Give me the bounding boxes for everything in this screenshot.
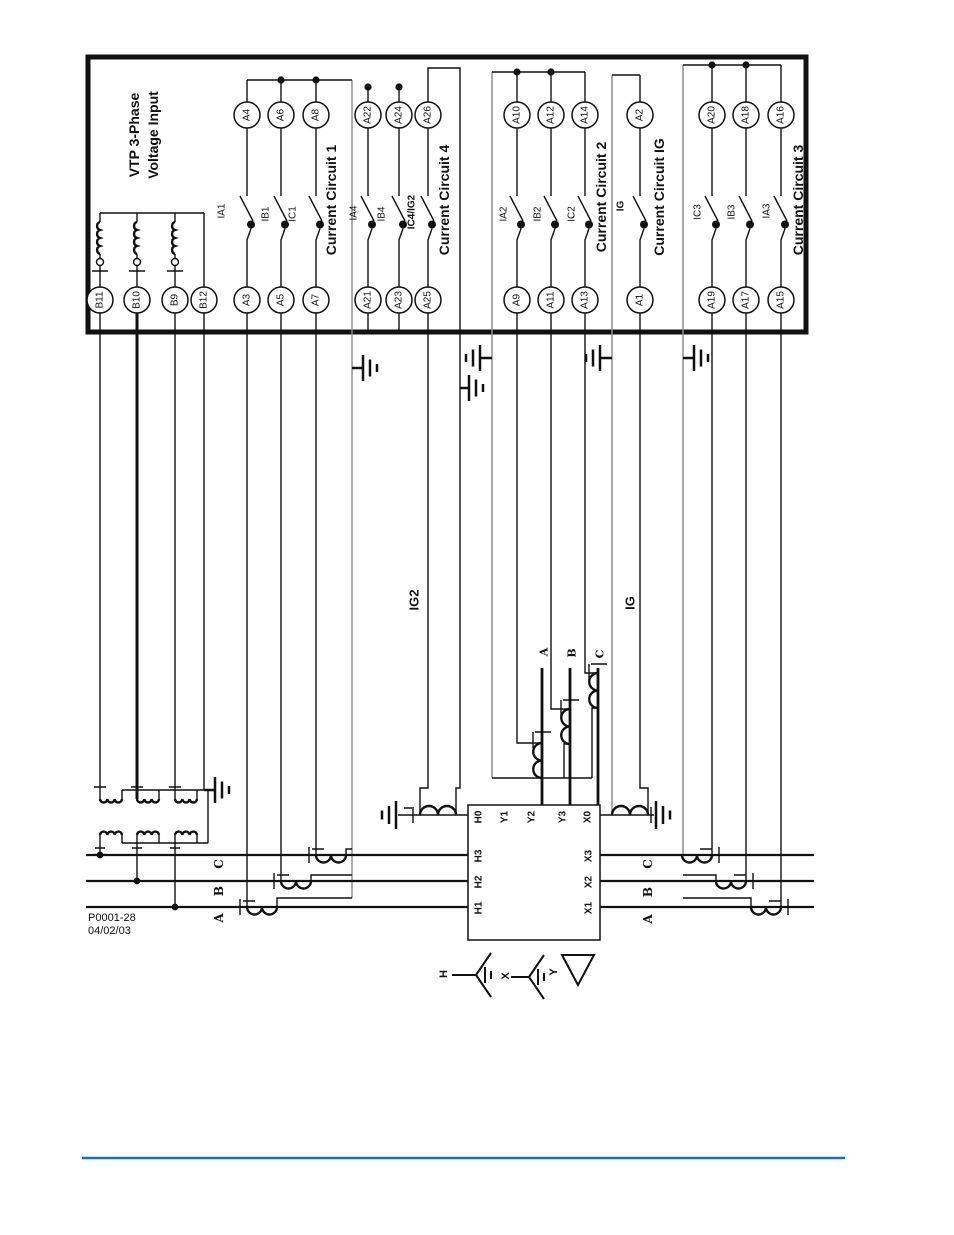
terminal-label: B9 (170, 293, 181, 306)
power-transformer-box (467, 804, 601, 941)
ig2-label: IG2 (407, 590, 422, 611)
circuit-labels: IA1 IB1 IC1 Current Circuit 1 IA4 IB4 IC… (126, 91, 806, 256)
winding-label: X (500, 972, 512, 980)
circuit-group-label: Current Circuit 2 (593, 142, 609, 253)
terminal-label: A12 (546, 106, 557, 124)
delta-phase-label: C (594, 649, 607, 658)
vtp-contact-circles (95, 257, 180, 267)
switch-label: IA3 (762, 203, 773, 218)
terminal-label: B12 (199, 291, 210, 309)
circuit-group-label: Current Circuit 3 (790, 145, 806, 256)
xfmr-terminal: X2 (584, 875, 595, 888)
footer: P0001-28 04/02/03 (82, 912, 845, 1160)
terminal-label: A7 (311, 293, 322, 306)
xfmr-terminal: Y1 (500, 810, 511, 823)
terminal-label: A14 (580, 106, 591, 124)
right-bus-phase-label: C (641, 859, 655, 869)
wye-symbol-x (511, 954, 545, 1000)
right-bus-phase-label: A (641, 914, 655, 925)
switch-label: IG (616, 201, 627, 212)
terminal-label: A15 (776, 291, 787, 309)
circuit-group-label: Current Circuit IG (651, 138, 667, 256)
terminal-label: A5 (276, 293, 287, 306)
terminal-label: B11 (95, 291, 106, 308)
terminal-label: A4 (242, 108, 253, 121)
switch-label: IA1 (217, 203, 228, 218)
delta-phase-label: A (538, 647, 551, 657)
switch-label: IB3 (727, 204, 738, 219)
switch-label: IC2 (567, 206, 578, 222)
switch-label: IC3 (693, 204, 704, 220)
terminal-label: A18 (741, 106, 752, 124)
xfmr-terminal: H0 (474, 810, 485, 823)
switch-label: IC4/IG2 (407, 194, 418, 229)
switch-label: IA2 (499, 206, 510, 221)
right-bus-phase-label: B (641, 887, 655, 897)
terminal-label: A1 (635, 293, 646, 306)
terminal-label: A22 (363, 106, 374, 124)
transformer-terminal-labels: H0 Y1 Y2 Y3 X0 H3 H2 H1 X3 X2 X1 (474, 810, 595, 914)
terminal-label: A17 (741, 291, 752, 309)
xfmr-terminal: H1 (474, 901, 485, 914)
terminal-label: A10 (512, 106, 523, 124)
terminal-label: A16 (776, 106, 787, 124)
terminal-labels: B11 B10 B9 B12 A3 A5 A7 A4 A6 A8 A21 A23… (95, 106, 787, 309)
xfmr-terminal: X3 (584, 849, 595, 862)
terminal-label: A25 (423, 291, 434, 309)
terminal-label: A8 (311, 108, 322, 121)
terminal-label: A20 (707, 106, 718, 124)
terminals (86, 101, 795, 314)
terminal-label: A3 (242, 293, 253, 306)
coil-symbols (95, 220, 199, 836)
delta-symbol-y (560, 954, 596, 988)
switch-label: IA4 (349, 205, 360, 220)
winding-label: Y (548, 968, 560, 976)
circuit-group-label: Current Circuit 4 (436, 145, 452, 256)
terminal-label: A23 (394, 291, 405, 309)
winding-symbols: H X Y (438, 952, 596, 1000)
doc-number: P0001-28 (88, 912, 136, 924)
terminal-label: A9 (512, 293, 523, 306)
xfmr-terminal: Y2 (527, 810, 538, 823)
ct-symbols (245, 671, 783, 916)
xfmr-terminal: H2 (474, 875, 485, 888)
return-wires (351, 65, 684, 898)
left-bus-phase-label: B (212, 886, 226, 896)
vtp-title-line2: Voltage Input (145, 91, 161, 179)
winding-label: H (438, 970, 450, 978)
field-labels: IG2 IG A B C C B A C B A (212, 590, 655, 925)
terminal-label: A6 (276, 108, 287, 121)
wiring (92, 64, 789, 915)
terminal-label: A21 (363, 291, 374, 309)
terminal-label: A13 (580, 291, 591, 309)
wye-symbol-h (452, 952, 492, 998)
terminal-label: A24 (394, 106, 405, 124)
terminal-label: A26 (423, 106, 434, 124)
junction-dots (96, 61, 789, 911)
xfmr-terminal: X0 (583, 810, 594, 823)
delta-phase-label: B (566, 648, 579, 657)
switch-label: IB1 (261, 206, 272, 221)
left-bus-phase-label: A (212, 913, 226, 924)
terminal-label: B10 (132, 291, 143, 309)
ground-symbols (204, 345, 710, 829)
switch-label: IC1 (288, 206, 299, 222)
xfmr-terminal: H3 (474, 849, 485, 862)
circuit-group-label: Current Circuit 1 (323, 145, 339, 256)
ig-label: IG (623, 596, 638, 610)
xfmr-terminal: Y3 (558, 810, 569, 823)
switch-label: IB2 (533, 206, 544, 221)
terminal-label: A19 (707, 291, 718, 309)
left-bus-phase-label: C (212, 859, 226, 869)
vtp-title-line1: VTP 3-Phase (126, 93, 142, 178)
xfmr-terminal: X1 (584, 901, 595, 914)
switch-label: IB4 (377, 206, 388, 221)
relay-terminal-box (85, 54, 809, 335)
terminal-label: A11 (546, 291, 557, 308)
terminal-label: A2 (635, 108, 646, 121)
doc-date: 04/02/03 (88, 925, 131, 937)
